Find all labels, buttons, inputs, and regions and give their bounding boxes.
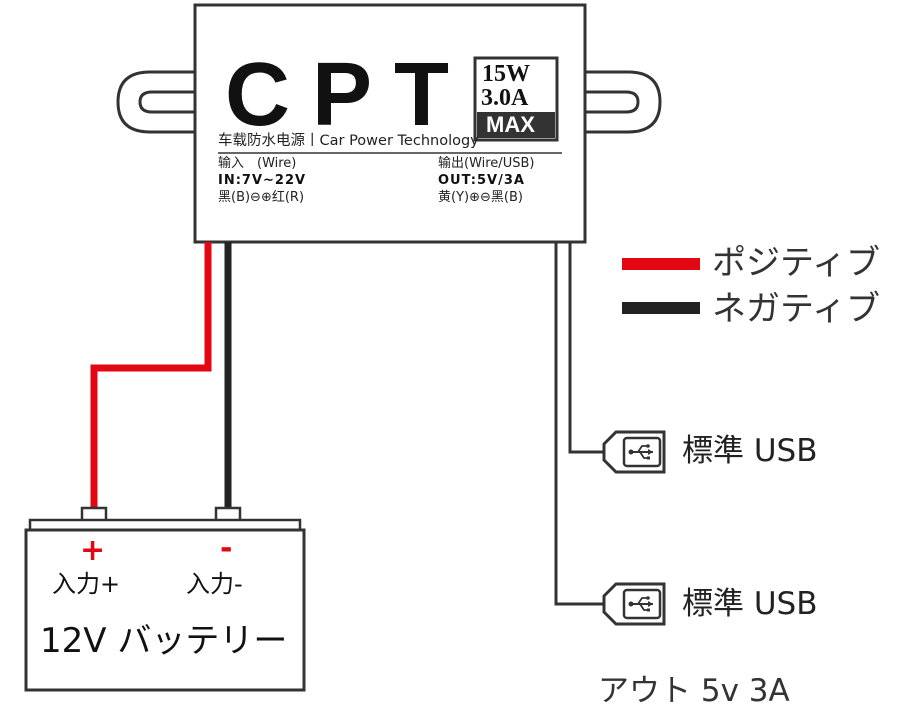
- output-caption: アウト 5v 3A: [598, 673, 790, 709]
- rating-max: MAX: [486, 112, 535, 137]
- usb-port-2-label: 標準 USB: [682, 586, 818, 622]
- rating-power: 15W: [482, 61, 530, 87]
- battery-body: [24, 528, 306, 692]
- battery: [24, 506, 306, 692]
- usb-icon: [628, 444, 653, 460]
- battery-name: 12V バッテリー: [40, 621, 288, 661]
- rating-max-band: [477, 112, 555, 138]
- legend-negative-label: ネガティブ: [712, 289, 880, 329]
- legend-negative-swatch: [622, 302, 700, 314]
- output-wire-usb-2: [554, 242, 604, 606]
- right-mounting-ear: [583, 70, 662, 134]
- legend-positive-swatch: [622, 258, 700, 270]
- battery-minus-label: 入力-: [186, 570, 243, 598]
- battery-plus-label: 入力+: [52, 570, 121, 598]
- input-label: 输入 (Wire): [218, 156, 297, 171]
- brand-logo: CPT: [225, 45, 471, 145]
- module-subtitle: 车载防水电源丨Car Power Technology: [218, 133, 479, 149]
- left-mounting-ear: [116, 70, 197, 134]
- input-spec: IN:7V~22V: [218, 173, 307, 188]
- usb-connector-2: [602, 582, 666, 626]
- battery-plus-sign: +: [80, 533, 106, 568]
- output-label: 输出(Wire/USB): [438, 156, 535, 171]
- output-spec: OUT:5V/3A: [438, 173, 525, 188]
- input-polarity: 黑(B)⊖⊕红(R): [218, 190, 305, 205]
- output-polarity: 黄(Y)⊕⊖黑(B): [438, 190, 523, 205]
- usb-port-1-label: 標準 USB: [682, 433, 818, 469]
- battery-minus-sign: -: [220, 531, 233, 566]
- rating-current: 3.0A: [481, 85, 529, 111]
- positive-input-wire: [90, 242, 212, 512]
- usb-icon: [628, 596, 653, 612]
- legend-positive-label: ポジティブ: [712, 243, 880, 283]
- usb-connector-1: [602, 430, 666, 474]
- output-wire-usb-1: [568, 242, 604, 454]
